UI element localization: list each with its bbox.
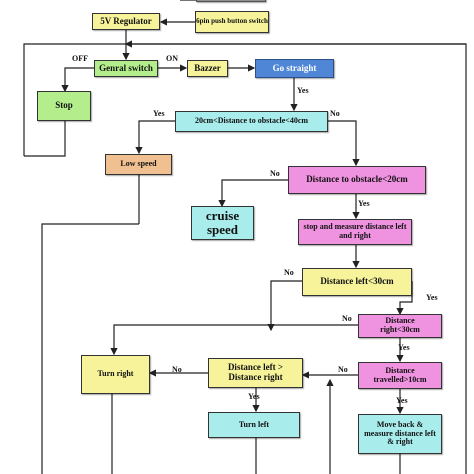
stop-measure-box: stop and measure distance left and right xyxy=(298,219,412,245)
label-no-range: No xyxy=(330,109,340,118)
connector-stop-loop xyxy=(24,121,66,157)
label-no-left: No xyxy=(284,268,294,277)
label-no-compare: No xyxy=(172,365,182,374)
label-yes-obstacle: Yes xyxy=(358,199,370,208)
connector-right-turnright xyxy=(110,324,358,356)
low-speed-label: Low speed xyxy=(120,159,157,169)
stop-box: Stop xyxy=(37,91,91,121)
range-check-label: 20cm<Distance to obstacle<40cm xyxy=(194,116,309,126)
go-straight-label: Go straight xyxy=(272,62,317,73)
label-yes-compare: Yes xyxy=(248,392,260,401)
pushbutton-switch-box: 6pin push button switch xyxy=(195,11,269,33)
general-switch-box: Genral switch xyxy=(94,60,158,77)
turn-left-label: Turn left xyxy=(238,419,270,429)
connector-range-lowspeed xyxy=(135,120,175,155)
stop-label: Stop xyxy=(55,100,73,111)
cruise-speed-box: cruise speed xyxy=(191,206,254,240)
obstacle-check-box: Distance to obstacle<20cm xyxy=(288,166,426,194)
regulator-box: 5V Regulator xyxy=(92,13,160,30)
pushbutton-switch-label: 6pin push button switch xyxy=(196,17,268,26)
left-right-compare-label: Distance left > Distance right xyxy=(227,362,284,382)
go-straight-box: Go straight xyxy=(255,59,334,78)
right-check-label: Distance right<30cm xyxy=(380,316,420,334)
label-no-right: No xyxy=(342,314,352,323)
left-check-box: Distance left<30cm xyxy=(302,268,412,296)
stop-measure-label: stop and measure distance left and right xyxy=(303,222,407,240)
connector-left-compare xyxy=(267,280,302,332)
label-yes-go: Yes xyxy=(297,86,309,95)
general-switch-label: Genral switch xyxy=(99,62,153,73)
label-yes-right: Yes xyxy=(398,343,410,352)
move-back-box: Move back & measure distance left & righ… xyxy=(358,414,442,454)
move-back-label: Move back & measure distance left & righ… xyxy=(364,419,436,447)
label-off: OFF xyxy=(72,54,88,63)
left-right-compare-box: Distance left > Distance right xyxy=(208,358,303,388)
connector-cruise-loop xyxy=(41,223,139,474)
range-check-box: 20cm<Distance to obstacle<40cm xyxy=(175,111,328,132)
regulator-label: 5V Regulator xyxy=(100,15,152,26)
bazzer-box: Bazzer xyxy=(187,60,228,77)
cruise-speed-label: cruise speed xyxy=(205,207,240,237)
turn-right-label: Turn right xyxy=(97,369,134,379)
connector-range-obstacle xyxy=(328,120,360,167)
bazzer-label: Bazzer xyxy=(194,62,221,73)
travelled-check-label: Distance travelled>10cm xyxy=(373,365,427,384)
label-yes-range: Yes xyxy=(153,109,165,118)
connector-obstacle-cruise xyxy=(218,179,288,208)
low-speed-box: Low speed xyxy=(105,154,172,175)
label-no-travelled: No xyxy=(338,365,348,374)
turn-left-box: Turn left xyxy=(208,412,300,438)
obstacle-check-label: Distance to obstacle<20cm xyxy=(306,174,408,185)
travelled-check-box: Distance travelled>10cm xyxy=(358,362,442,389)
top-process-bar xyxy=(196,0,266,2)
right-check-box: Distance right<30cm xyxy=(358,314,442,338)
left-check-label: Distance left<30cm xyxy=(320,276,394,287)
label-yes-left: Yes xyxy=(426,293,438,302)
label-on: ON xyxy=(166,54,178,63)
connector-left-right xyxy=(396,281,413,316)
connector-switch-stop xyxy=(61,67,94,93)
turn-right-box: Turn right xyxy=(81,355,150,394)
label-no-obstacle: No xyxy=(270,169,280,178)
label-yes-travelled: Yes xyxy=(396,396,408,405)
